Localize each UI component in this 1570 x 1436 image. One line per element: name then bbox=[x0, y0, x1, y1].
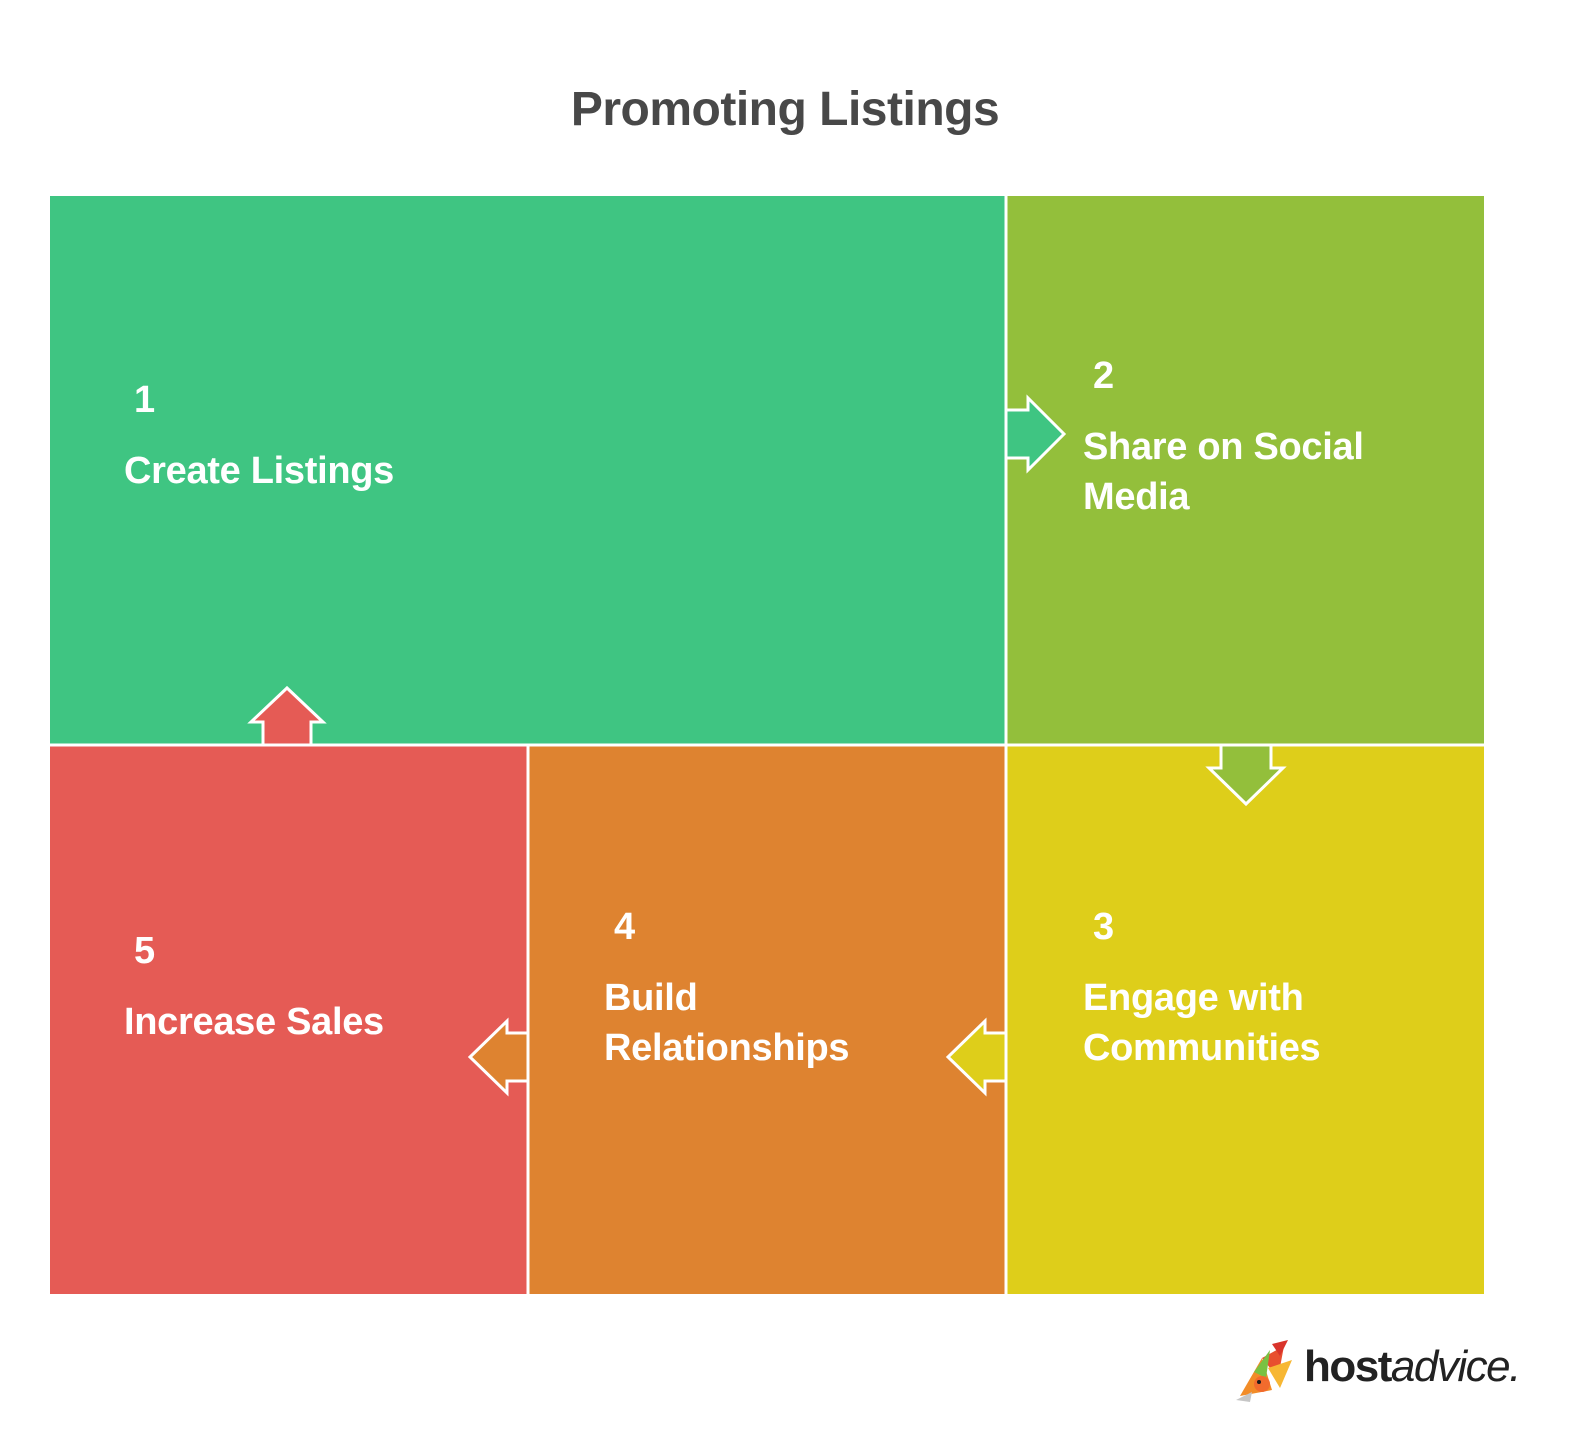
step-number: 5 bbox=[134, 930, 156, 972]
step-4: 4 Build Relationships bbox=[604, 905, 850, 1073]
step-number: 2 bbox=[1093, 355, 1115, 397]
arrow-left-icon bbox=[945, 1017, 1008, 1097]
step-3: 3 Engage with Communities bbox=[1083, 905, 1343, 1073]
step-2: 2 Share on Social Media bbox=[1083, 354, 1383, 522]
panel-step-2 bbox=[1006, 196, 1484, 745]
step-number: 1 bbox=[134, 379, 156, 421]
panel-step-1 bbox=[50, 196, 1006, 745]
step-number: 3 bbox=[1093, 906, 1115, 948]
step-5: 5 Increase Sales bbox=[124, 929, 484, 1047]
logo-text: hostadvice. bbox=[1304, 1342, 1521, 1391]
arrow-up-icon bbox=[247, 685, 327, 747]
step-label: Increase Sales bbox=[124, 1001, 384, 1043]
step-label: Build Relationships bbox=[604, 977, 850, 1069]
panel-step-3 bbox=[1006, 745, 1484, 1294]
arrow-down-icon bbox=[1205, 743, 1287, 807]
step-1: 1 Create Listings bbox=[124, 378, 624, 496]
page-title: Promoting Listings bbox=[570, 83, 1000, 136]
panel-step-4 bbox=[528, 745, 1006, 1294]
step-label: Create Listings bbox=[124, 450, 395, 492]
arrow-left-icon bbox=[467, 1017, 530, 1097]
step-label: Engage with Communities bbox=[1083, 977, 1321, 1069]
panel-step-5 bbox=[50, 745, 528, 1294]
arrow-right-icon bbox=[1004, 394, 1067, 474]
hostadvice-logo: hostadvice. bbox=[1232, 1336, 1522, 1406]
step-label: Share on Social Media bbox=[1083, 426, 1364, 518]
step-number: 4 bbox=[614, 906, 636, 948]
fox-mascot-icon bbox=[1236, 1340, 1292, 1402]
